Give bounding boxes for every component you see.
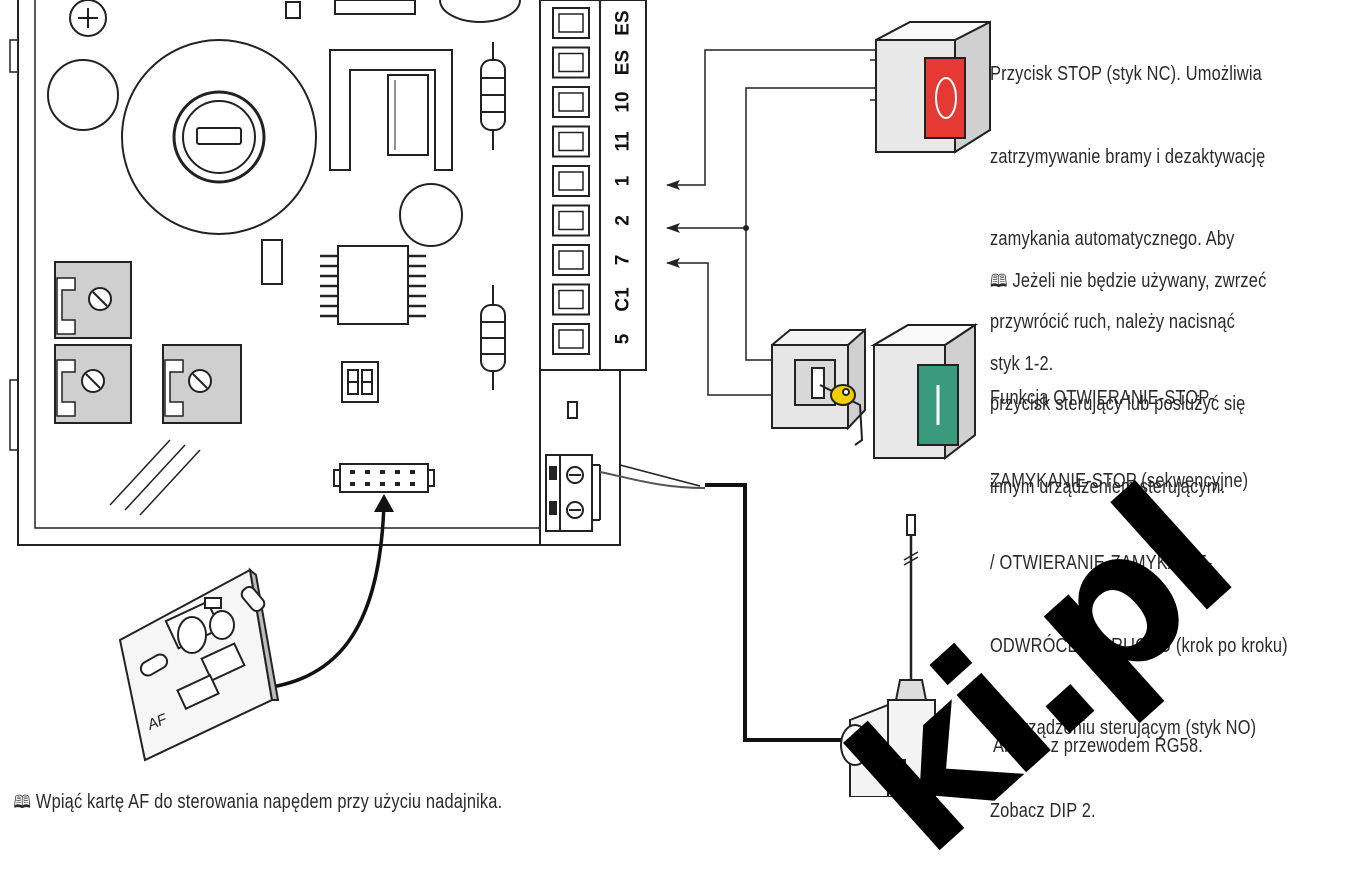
af-card-label: AF [144, 710, 170, 734]
text-line: / OTWIERANIE-ZAMYKANIE- [990, 552, 1213, 574]
stop-button-icon [870, 20, 991, 154]
resistor-icon [480, 42, 506, 150]
trimmer-icon [54, 261, 132, 339]
text-line: Funkcja OTWIERANIE-STOP- [990, 387, 1216, 409]
text-line: zatrzymywanie bramy i dezaktywację [990, 145, 1266, 168]
led-icon [261, 239, 283, 285]
glare-lines [109, 439, 201, 516]
terminal-label: 11 [613, 131, 634, 152]
resistor-icon [480, 285, 506, 390]
book-icon: 🕮 [13, 791, 32, 812]
stop-wires [666, 49, 875, 396]
chip-icon [320, 245, 426, 325]
trimmer-icon [162, 344, 242, 424]
terminal-screw-inner [558, 210, 584, 231]
terminal-label: 5 [613, 333, 634, 344]
text-line: przywrócić ruch, należy nacisnąć [990, 310, 1235, 333]
af-card-note: 🕮Wpiąć kartę AF do sterowania napędem pr… [4, 761, 502, 816]
text-line: przycisk sterujący lub posłużyć się [990, 393, 1246, 415]
terminal-screw-inner [558, 92, 584, 112]
terminal-screw-inner [558, 52, 584, 73]
dip-switch-icon [341, 361, 379, 403]
text-line: zamykania automatycznego. Aby [990, 228, 1235, 250]
text-line: na urządzeniu sterującym (styk NO) [990, 717, 1257, 739]
board-extension [539, 370, 621, 546]
terminal-label: 7 [613, 255, 634, 266]
antenna-terminal [545, 454, 601, 532]
terminal-label: ES [613, 10, 634, 35]
text-line: ZAMYKANIE-STOP (sekwencyjne) [990, 469, 1249, 492]
terminal-screw-inner [558, 13, 584, 33]
terminal-screw-inner [558, 171, 584, 191]
terminal-screws [552, 7, 590, 355]
terminal-label: C1 [613, 287, 634, 312]
terminal-screw-inner [558, 289, 584, 310]
antenna-icon [840, 514, 936, 797]
text-line: styk 1-2. [990, 352, 1054, 375]
book-icon: 🕮 [990, 271, 1008, 291]
terminal-screw-inner [558, 329, 584, 349]
terminal-label: 10 [613, 91, 634, 112]
terminal-label: ES [613, 50, 634, 75]
key-switch-icon [771, 327, 866, 446]
antenna-cable [599, 464, 850, 742]
screw-icon [69, 0, 107, 37]
capacitor-icon [399, 183, 463, 247]
text-line: Jeżeli nie będzie używany, zwrzeć [1012, 270, 1267, 292]
terminal-screw-inner [558, 131, 584, 152]
af-connector [333, 463, 435, 493]
af-card-icon [118, 567, 280, 762]
text-line: innym urządzeniem sterującym. [990, 475, 1226, 498]
text-line: Przycisk STOP (styk NC). Umożliwia [990, 63, 1262, 85]
antenna-description: Antena z przewodem RG58. [993, 735, 1203, 757]
stop-button-note: 🕮Jeżeli nie będzie używany, zwrzeć styk … [990, 213, 1266, 406]
stop-button-description: Przycisk STOP (styk NC). Umożliwia zatrz… [990, 6, 1265, 529]
trimmer-icon [54, 344, 132, 424]
terminal-screw-inner [558, 250, 584, 270]
text-line: Wpiąć kartę AF do sterowania napędem prz… [35, 790, 503, 813]
terminal-label: 1 [613, 175, 634, 186]
capacitor-icon [47, 59, 119, 131]
fuse-holder-icon [121, 39, 317, 235]
start-button-icon [870, 323, 979, 461]
terminal-label: 2 [613, 215, 634, 226]
text-line: ODWRÓCENIE RUCHU (krok po kroku) [990, 634, 1288, 657]
relay-icon [329, 49, 453, 171]
